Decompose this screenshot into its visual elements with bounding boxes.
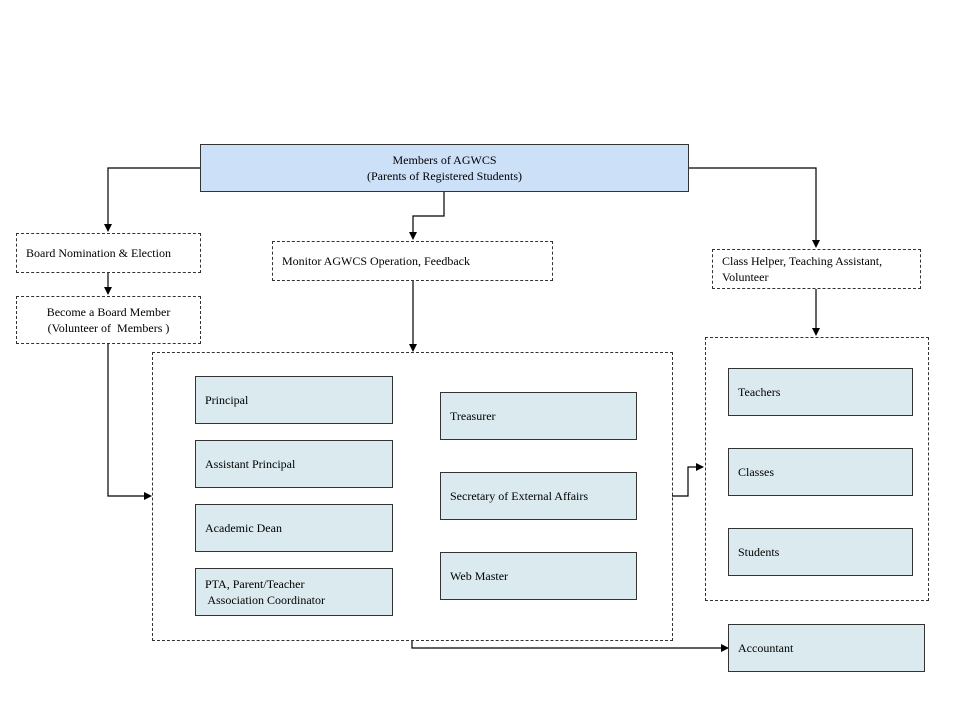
students-box: Students [728, 528, 913, 576]
arrow-become-to-board [107, 344, 152, 500]
monitor-operation-box: Monitor AGWCS Operation, Feedback [272, 241, 553, 281]
class-helper-box: Class Helper, Teaching Assistant, Volunt… [712, 249, 921, 289]
members-title: Members of AGWCS [392, 153, 497, 167]
assistant-principal-label: Assistant Principal [205, 457, 296, 471]
pta-coordinator-sublabel: Association Coordinator [205, 593, 325, 607]
arrow-top-to-helper [688, 167, 820, 248]
pta-coordinator-box: PTA, Parent/Teacher Association Coordina… [195, 568, 393, 616]
become-board-member-sublabel: (Volunteer of Members ) [47, 321, 170, 335]
classes-label: Classes [738, 465, 774, 479]
accountant-label: Accountant [738, 641, 794, 655]
become-board-member-box: Become a Board Member (Volunteer of Memb… [16, 296, 201, 344]
board-group [152, 352, 673, 641]
class-helper-label: Class Helper, Teaching Assistant, [722, 254, 883, 268]
principal-box: Principal [195, 376, 393, 424]
arrow-board-to-accountant [411, 640, 729, 652]
classes-box: Classes [728, 448, 913, 496]
web-master-label: Web Master [450, 569, 509, 583]
arrow-top-to-monitor [409, 192, 445, 240]
treasurer-label: Treasurer [450, 409, 496, 423]
board-nomination-box: Board Nomination & Election [16, 233, 201, 273]
assistant-principal-box: Assistant Principal [195, 440, 393, 488]
members-subtitle: (Parents of Registered Students) [367, 169, 522, 183]
members-box: Members of AGWCS (Parents of Registered … [200, 144, 689, 192]
pta-coordinator-label: PTA, Parent/Teacher [205, 577, 305, 591]
secretary-box: Secretary of External Affairs [440, 472, 637, 520]
teachers-box: Teachers [728, 368, 913, 416]
monitor-operation-label: Monitor AGWCS Operation, Feedback [282, 254, 470, 268]
accountant-box: Accountant [728, 624, 925, 672]
students-label: Students [738, 545, 780, 559]
academic-dean-box: Academic Dean [195, 504, 393, 552]
board-nomination-label: Board Nomination & Election [26, 246, 171, 260]
teachers-label: Teachers [738, 385, 781, 399]
arrow-board-to-school [672, 463, 704, 497]
academic-dean-label: Academic Dean [205, 521, 282, 535]
secretary-label: Secretary of External Affairs [450, 489, 589, 503]
school-group [705, 337, 929, 601]
web-master-box: Web Master [440, 552, 637, 600]
principal-label: Principal [205, 393, 249, 407]
arrow-top-to-nomination [104, 167, 201, 232]
become-board-member-label: Become a Board Member [46, 305, 171, 319]
class-helper-sublabel: Volunteer [722, 270, 769, 284]
treasurer-box: Treasurer [440, 392, 637, 440]
